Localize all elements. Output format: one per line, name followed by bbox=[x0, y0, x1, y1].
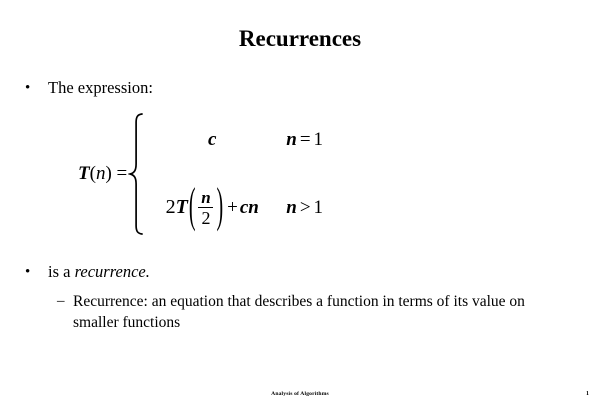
equation-case-base-expression: c bbox=[208, 129, 217, 150]
sub-bullet-label-definition: Recurrence: an equation that describes a… bbox=[73, 293, 525, 331]
bullet-label-expression: The expression: bbox=[48, 78, 153, 97]
equation-case-base-condition: n=1 bbox=[286, 129, 324, 150]
right-paren-icon: ) bbox=[216, 179, 224, 234]
bullet-label-recurrence-emphasis: recurrence. bbox=[74, 262, 150, 281]
bullet-marker-icon: • bbox=[25, 264, 31, 280]
fraction-bar-icon bbox=[198, 206, 214, 209]
page-title: Recurrences bbox=[238, 26, 362, 51]
footer-page-number: 1 bbox=[586, 391, 589, 397]
equation-left-hand-side: T(n) = bbox=[78, 163, 128, 184]
equation-function-name: T bbox=[78, 163, 90, 184]
sub-bullet-dash-icon: – bbox=[57, 293, 65, 309]
equation-linear-term: cn bbox=[239, 196, 259, 218]
equation-coefficient: 2 bbox=[165, 196, 176, 219]
equation-recursive-function: T bbox=[175, 196, 188, 219]
case-brace-icon bbox=[128, 112, 144, 236]
equation-case-base: c n=1 bbox=[148, 112, 376, 168]
bullet-item-expression: • The expression: bbox=[25, 78, 153, 98]
equation-relation-symbol: = bbox=[116, 163, 128, 184]
bullet-marker-icon: • bbox=[25, 80, 31, 96]
bullet-item-recurrence: • is a recurrence. bbox=[25, 262, 150, 282]
bullet-label-recurrence-prefix: is a bbox=[48, 262, 75, 281]
footer-course-name: Analysis of Algorithms bbox=[271, 391, 329, 397]
equation-plus-operator: + bbox=[227, 196, 238, 218]
equation-function-argument: n bbox=[95, 163, 106, 184]
bullet-label-recurrence: is a recurrence. bbox=[48, 262, 150, 282]
left-paren-icon: ( bbox=[188, 179, 196, 234]
sub-bullet-item-definition: – Recurrence: an equation that describes… bbox=[57, 291, 557, 333]
equation-case-recursive-condition: n>1 bbox=[286, 197, 324, 218]
